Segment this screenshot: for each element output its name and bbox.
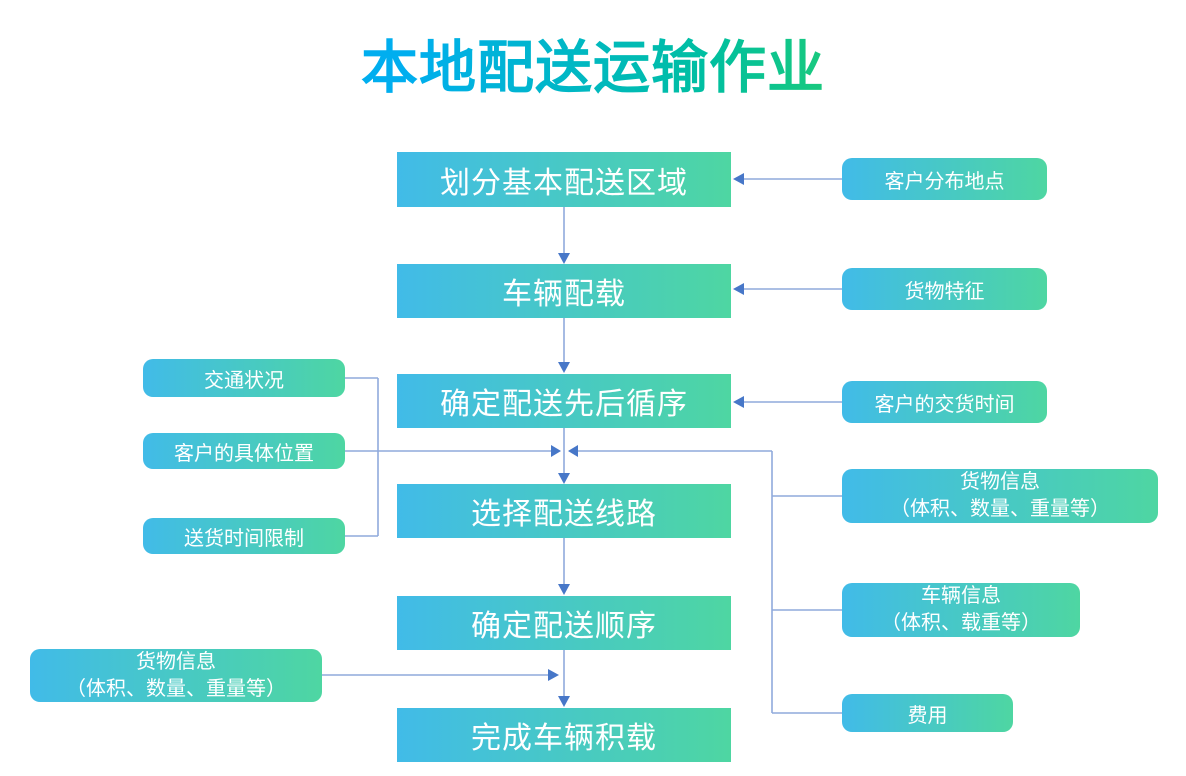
input-customer-delivery-time: 客户的交货时间	[842, 381, 1047, 423]
step-determine-delivery-order: 确定配送先后循序	[397, 374, 731, 428]
arrow-cargo-characteristics-step2	[733, 283, 842, 295]
step-vehicle-loading: 车辆配载	[397, 264, 731, 318]
connector-right-inputs-junction	[771, 451, 842, 714]
step-divide-delivery-zones: 划分基本配送区域	[397, 152, 731, 207]
input-customer-position: 客户的具体位置	[143, 433, 345, 469]
input-cargo-characteristics: 货物特征	[842, 268, 1047, 310]
arrow-step3-step4	[558, 428, 570, 484]
step-select-delivery-route: 选择配送线路	[397, 484, 731, 538]
cargo-info-detail: （体积、数量、重量等）	[66, 677, 286, 700]
cargo-info-detail: （体积、数量、重量等）	[890, 498, 1110, 520]
input-cargo-info-right: 货物信息 （体积、数量、重量等）	[842, 469, 1158, 523]
arrow-step4-step5	[558, 538, 570, 595]
arrow-right-inputs-to-flow	[568, 445, 772, 457]
step-determine-delivery-sequence: 确定配送顺序	[397, 596, 731, 650]
arrow-step1-step2	[558, 207, 570, 264]
vehicle-info-title: 车辆信息	[921, 585, 1001, 607]
arrow-delivery-time-step3	[733, 396, 842, 408]
arrow-step5-step6	[558, 650, 570, 707]
input-cost: 费用	[842, 694, 1013, 732]
vehicle-info-detail: （体积、载重等）	[881, 612, 1041, 634]
diagram-title: 本地配送运输作业	[361, 22, 825, 104]
step-complete-vehicle-stowage: 完成车辆积载	[397, 708, 731, 762]
input-vehicle-info: 车辆信息 （体积、载重等）	[842, 583, 1080, 637]
arrow-left-inputs-to-flow	[345, 445, 561, 457]
input-traffic-conditions: 交通状况	[143, 359, 345, 397]
cargo-info-title: 货物信息	[136, 650, 216, 673]
input-customer-locations: 客户分布地点	[842, 158, 1047, 200]
input-delivery-time-limit: 送货时间限制	[143, 518, 345, 554]
connector-left-inputs-junction	[345, 377, 379, 537]
arrow-cargo-info-left-to-flow	[322, 669, 559, 681]
cargo-info-title: 货物信息	[960, 471, 1040, 493]
input-cargo-info-left: 货物信息 （体积、数量、重量等）	[30, 649, 322, 702]
arrow-customer-locations-step1	[733, 173, 842, 185]
arrow-step2-step3	[558, 318, 570, 373]
